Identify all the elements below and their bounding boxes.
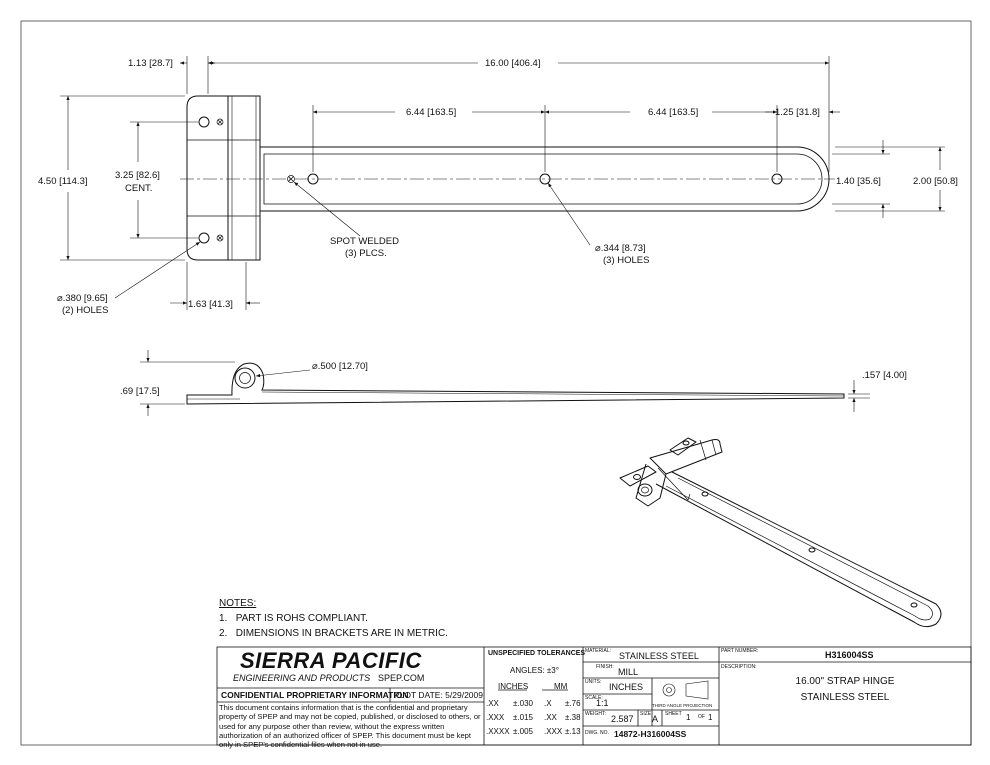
tolerance-mm-label: MM	[554, 682, 568, 691]
size-label: SIZE	[640, 711, 652, 717]
tolerance-row: .XX±.030.X±.76	[486, 699, 581, 708]
tolerance-angles: ANGLES: ±3°	[510, 666, 559, 675]
dim-strap-hole: ⌀.344 [8.73]	[595, 243, 646, 254]
part-number: H316004SS	[825, 650, 874, 660]
of-label: OF	[698, 714, 705, 720]
company-subtitle: ENGINEERING AND PRODUCTS	[233, 673, 371, 683]
material-value: STAINLESS STEEL	[619, 651, 699, 661]
dim-thickness: .157 [4.00]	[862, 370, 907, 381]
confidential-header: CONFIDENTIAL PROPRIETARY INFORMATION	[221, 690, 409, 700]
dim-pin-dia: ⌀.500 [12.70]	[312, 361, 368, 372]
notes-title: NOTES:	[219, 598, 257, 609]
tolerance-rows: .XX±.030.X±.76 .XXX±.015.XX±.38 .XXXX±.0…	[486, 697, 581, 739]
note-item: 2. DIMENSIONS IN BRACKETS ARE IN METRIC.	[219, 628, 448, 639]
title-block-grid	[216, 646, 972, 746]
sheet-border	[20, 20, 972, 746]
company-name: SIERRA PACIFIC	[240, 648, 422, 673]
company-website: SPEP.COM	[378, 673, 425, 683]
dim-end-offset: 1.25 [31.8]	[775, 107, 820, 118]
dwg-number: 14872-H316004SS	[614, 729, 687, 739]
dim-strap-hole-count: (3) HOLES	[603, 255, 649, 266]
dim-hole-center-note: CENT.	[125, 183, 152, 194]
dim-overall-height: 4.50 [114.3]	[38, 176, 88, 187]
dim-overall-length: 16.00 [406.4]	[485, 58, 540, 69]
finish-value: MILL	[618, 667, 639, 677]
note-spot-weld-count: (3) PLCS.	[345, 248, 387, 259]
top-view	[180, 95, 835, 261]
notes-block: NOTES: 1. PART IS ROHS COMPLIANT. 2. DIM…	[219, 596, 448, 641]
dim-slot-width: 1.40 [35.6]	[836, 176, 881, 187]
top-view-dimensions	[60, 56, 945, 310]
sheets-value: 1	[708, 713, 713, 722]
dim-hole-spacing-1: 6.44 [163.5]	[406, 107, 456, 118]
note-spot-weld: SPOT WELDED	[330, 236, 399, 247]
dim-hole-spacing-2: 6.44 [163.5]	[648, 107, 698, 118]
part-number-label: PART NUMBER:	[721, 648, 759, 654]
tolerance-row: .XXX±.015.XX±.38	[486, 713, 581, 722]
tolerance-row: .XXXX±.005.XXX±.13	[486, 727, 581, 736]
dwg-label: DWG. NO.	[585, 730, 609, 736]
dim-leaf-hole: ⌀.380 [9.65]	[57, 293, 108, 304]
side-view-dim-text: ⌀.500 [12.70] .69 [17.5] .157 [4.00]	[120, 361, 907, 397]
size-value: A	[652, 714, 659, 724]
dim-side-height: .69 [17.5]	[120, 386, 160, 397]
side-view-dimensions	[140, 350, 870, 416]
units-label: UNITS:	[585, 679, 602, 685]
weight-value: 2.587	[611, 714, 634, 724]
tolerance-header: UNSPECIFIED TOLERANCES	[488, 650, 586, 657]
isometric-view	[619, 437, 942, 628]
top-view-dim-text: 1.13 [28.7] 16.00 [406.4] 6.44 [163.5] 6…	[38, 58, 958, 316]
sheet-label: SHEET	[665, 711, 682, 717]
units-value: INCHES	[609, 682, 644, 692]
weight-label: WEIGHT:	[585, 711, 606, 717]
projection-label: THIRD ANGLE PROJECTION	[652, 703, 713, 708]
dim-leaf-width: 1.13 [28.7]	[128, 58, 173, 69]
plot-date: PLOT DATE: 5/29/2009	[394, 690, 483, 700]
material-label: MATERIAL:	[585, 648, 612, 654]
dim-leaf-hole-count: (2) HOLES	[62, 305, 108, 316]
tolerance-inches-label: INCHES	[498, 682, 529, 691]
note-item: 1. PART IS ROHS COMPLIANT.	[219, 613, 368, 624]
side-view	[186, 362, 845, 405]
dim-hole-center: 3.25 [82.6]	[115, 170, 160, 181]
description-line-2: STAINLESS STEEL	[800, 692, 890, 703]
dim-leaf-depth: 1.63 [41.3]	[188, 299, 233, 310]
description-line-1: 16.00" STRAP HINGE	[795, 676, 895, 687]
scale-label: SCALE:	[585, 695, 603, 701]
confidential-text: This document contains information that …	[219, 703, 481, 750]
scale-value: 1:1	[596, 698, 609, 708]
dim-strap-width: 2.00 [50.8]	[913, 176, 958, 187]
third-angle-projection-icon	[662, 680, 709, 700]
finish-label: FINISH:	[596, 664, 614, 670]
description-label: DESCRIPTION:	[721, 664, 757, 670]
sheet-value: 1	[686, 713, 691, 722]
